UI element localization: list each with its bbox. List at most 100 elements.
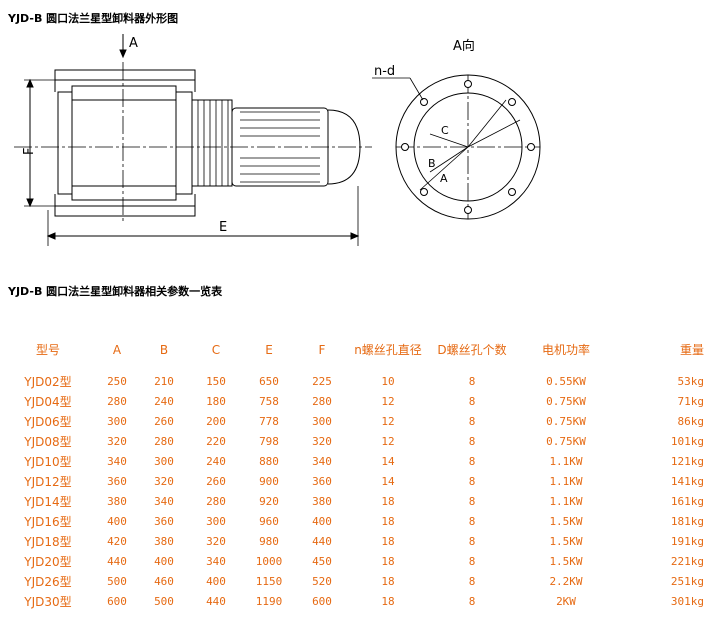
cell-f: 225 [312,374,332,388]
cell-f: 380 [312,494,332,508]
cell-e: 960 [259,514,279,528]
cell-a: 280 [107,394,127,408]
cell-a: 360 [107,474,127,488]
cell-model: YJD02型 [24,374,72,389]
cell-f: 450 [312,554,332,568]
cell-b: 210 [154,374,174,388]
cell-model: YJD10型 [24,454,72,469]
cell-motor-power: 2.2KW [549,574,583,588]
cell-a: 300 [107,414,127,428]
dimension-e: E [46,186,360,246]
cell-motor-power: 2KW [556,594,576,608]
cell-motor-power: 1.1KW [549,454,583,468]
cell-b: 240 [154,394,174,408]
table-title: YJD-B 圆口法兰星型卸料器相关参数一览表 [8,285,223,298]
cell-e: 920 [259,494,279,508]
cell-a: 500 [107,574,127,588]
cell-model: YJD30型 [24,594,72,609]
cell-f: 400 [312,514,332,528]
cell-c: 240 [206,454,226,468]
dimension-a-label: A [440,172,448,185]
cell-hole-diameter: 18 [381,514,395,528]
cell-e: 880 [259,454,279,468]
cell-c: 340 [206,554,226,568]
cell-hole-count: 8 [468,394,476,408]
header-b: B [159,343,169,357]
cell-b: 320 [154,474,174,488]
cell-b: 500 [154,594,174,608]
cell-hole-diameter: 12 [381,434,395,448]
cell-weight: 53kg [677,374,705,388]
cell-f: 360 [312,474,332,488]
drawing-title: YJD-B 圆口法兰星型卸料器外形图 [8,12,179,25]
cell-model: YJD04型 [24,394,72,409]
header-f: F [318,343,326,357]
cell-weight: 121kg [670,454,704,468]
cell-model: YJD16型 [24,514,72,529]
cell-hole-count: 8 [468,574,476,588]
dimension-f: F [22,78,55,208]
cell-motor-power: 1.5KW [549,554,583,568]
cell-e: 1190 [255,594,283,608]
cell-hole-diameter: 12 [381,414,395,428]
cell-e: 650 [259,374,279,388]
cell-hole-diameter: 18 [381,554,395,568]
cell-e: 1000 [255,554,283,568]
side-view [14,62,372,222]
cell-b: 380 [154,534,174,548]
cell-model: YJD08型 [24,434,72,449]
cell-e: 980 [259,534,279,548]
cell-b: 280 [154,434,174,448]
cell-c: 150 [206,374,226,388]
cell-e: 778 [259,414,279,428]
cell-hole-count: 8 [468,534,476,548]
view-arrow-label: A [129,36,138,51]
cell-motor-power: 1.1KW [549,494,583,508]
header-hole-diameter: n螺丝孔直径 [354,343,422,357]
cell-f: 600 [312,594,332,608]
cell-a: 250 [107,374,127,388]
cell-c: 400 [206,574,226,588]
cell-f: 440 [312,534,332,548]
cell-model: YJD26型 [24,574,72,589]
cell-f: 300 [312,414,332,428]
cell-e: 1150 [255,574,283,588]
cell-model: YJD06型 [24,414,72,429]
cell-model: YJD20型 [24,554,72,569]
cell-motor-power: 0.75KW [546,434,586,448]
cell-hole-count: 8 [468,414,476,428]
header-weight: 重量 [679,343,704,357]
cell-e: 758 [259,394,279,408]
cell-c: 300 [206,514,226,528]
cell-weight: 221kg [670,554,704,568]
cell-c: 180 [206,394,226,408]
cell-c: 200 [206,414,226,428]
cell-f: 280 [312,394,332,408]
cell-a: 340 [107,454,127,468]
cell-model: YJD14型 [24,494,72,509]
cell-b: 260 [154,414,174,428]
cell-c: 220 [206,434,226,448]
cell-e: 900 [259,474,279,488]
view-arrow: A [119,34,138,59]
cell-weight: 251kg [670,574,704,588]
dimension-f-label: F [22,148,37,155]
cell-model: YJD12型 [24,474,72,489]
cell-motor-power: 0.75KW [546,414,586,428]
cell-motor-power: 0.75KW [546,394,586,408]
table-header-row: 型号 A B C E F n螺丝孔直径 D螺丝孔个数 电机功率 重量 [0,329,704,371]
cell-hole-diameter: 18 [381,494,395,508]
cell-hole-count: 8 [468,594,476,608]
header-hole-count: D螺丝孔个数 [437,343,507,357]
cell-c: 440 [206,594,226,608]
cell-motor-power: 1.5KW [549,534,583,548]
